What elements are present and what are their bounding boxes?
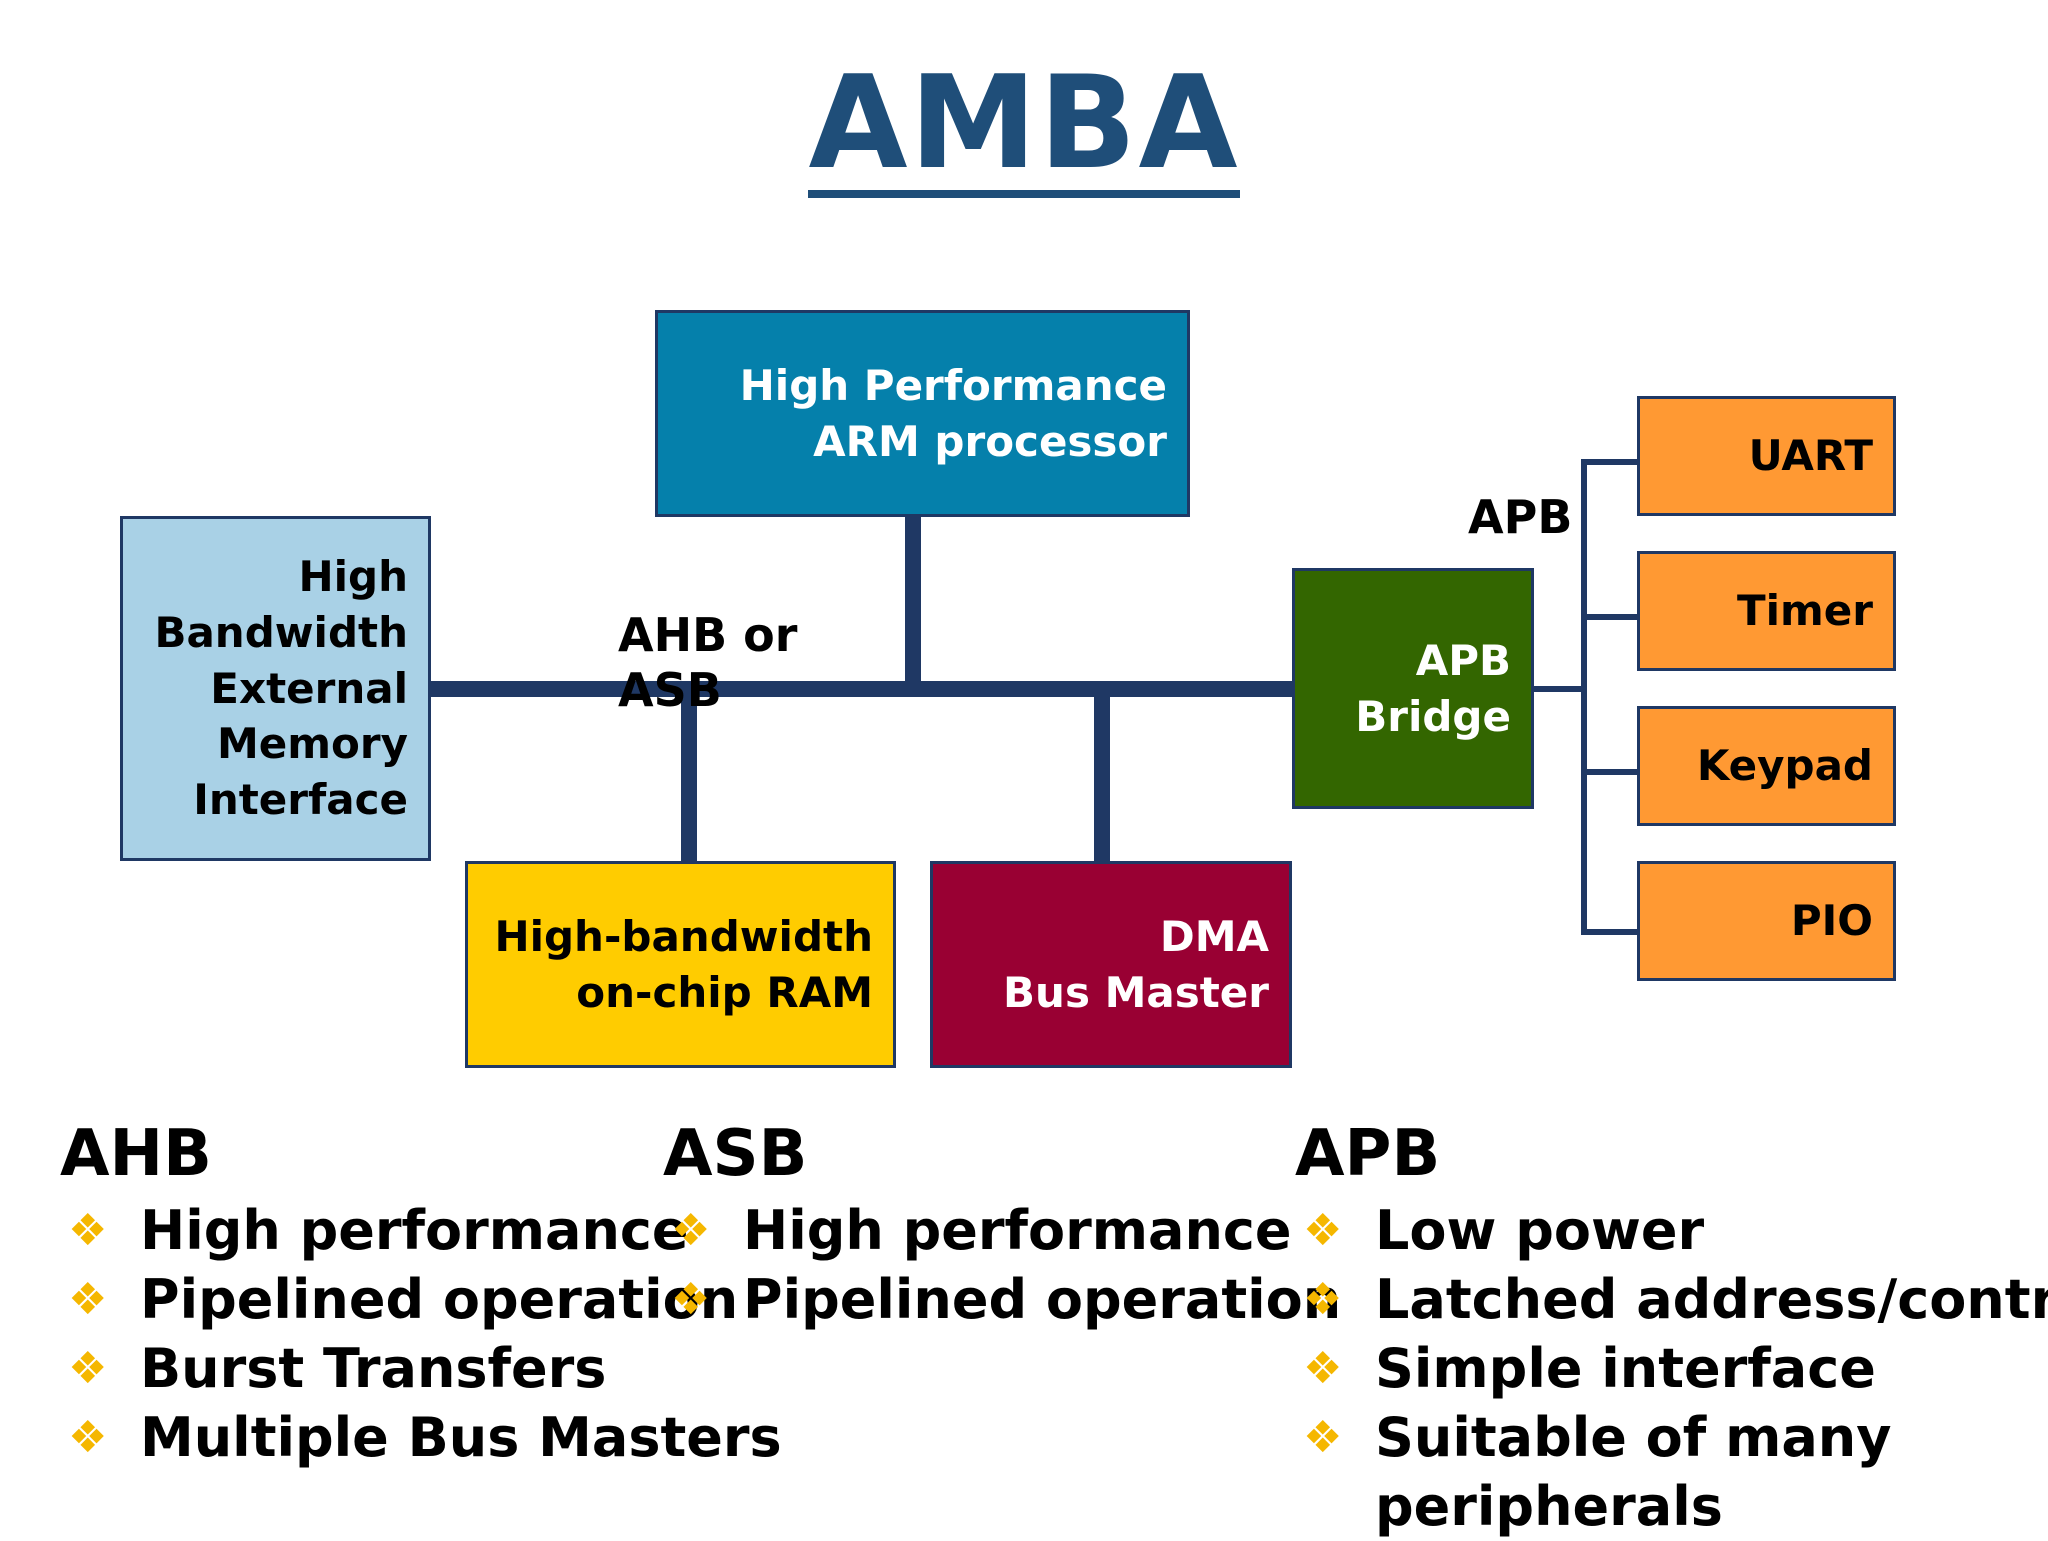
ahb-heading: AHB xyxy=(60,1117,212,1191)
on-chip-ram-block: High-bandwidth on-chip RAM xyxy=(465,861,896,1068)
apb-pio-connector xyxy=(1581,929,1637,935)
asb-features-column: ASB ❖High performance ❖Pipelined operati… xyxy=(663,1118,1341,1334)
ahb-feature-text: Multiple Bus Masters xyxy=(140,1406,782,1469)
dma-bus-connector xyxy=(1094,689,1110,861)
apb-feature-text: Low power xyxy=(1375,1199,1705,1262)
list-item: ❖Pipelined operation xyxy=(663,1265,1341,1334)
timer-block: Timer xyxy=(1637,551,1896,671)
ahb-features-column: AHB ❖High performance ❖Pipelined operati… xyxy=(60,1118,782,1472)
arm-processor-block: High Performance ARM processor xyxy=(655,310,1190,517)
diamond-bullet-icon: ❖ xyxy=(68,1412,108,1463)
bridge-label-line1: APB xyxy=(1415,635,1511,685)
ram-label-line2: on-chip RAM xyxy=(576,967,873,1017)
main-bus-label-line1: AHB or xyxy=(618,608,798,662)
uart-block: UART xyxy=(1637,396,1896,516)
ahb-feature-list: ❖High performance ❖Pipelined operation ❖… xyxy=(60,1196,782,1472)
list-item: ❖ Multiple Bus Masters xyxy=(60,1403,782,1472)
apb-uart-connector xyxy=(1581,459,1637,465)
uart-label: UART xyxy=(1748,431,1873,481)
main-bus-line xyxy=(431,681,1292,697)
apb-bus-line xyxy=(1581,462,1587,935)
list-item: ❖High performance xyxy=(663,1196,1341,1265)
diamond-bullet-icon: ❖ xyxy=(68,1343,108,1394)
ahb-feature-text: Burst Transfers xyxy=(140,1337,607,1400)
main-bus-label-line2: ASB xyxy=(618,663,722,718)
keypad-block: Keypad xyxy=(1637,706,1896,826)
list-item: ❖ Latched address/control xyxy=(1295,1265,2048,1334)
memory-label-line2: Bandwidth xyxy=(154,607,408,657)
diamond-bullet-icon: ❖ xyxy=(1303,1274,1343,1325)
apb-bus-label: APB xyxy=(1468,490,1573,544)
main-bus-label: AHB or ASB xyxy=(618,608,797,718)
apb-timer-connector xyxy=(1581,614,1637,620)
apb-feature-text: Simple interface xyxy=(1375,1337,1876,1400)
asb-feature-text: High performance xyxy=(743,1199,1292,1262)
apb-feature-text-continuation: peripherals xyxy=(1375,1475,1723,1538)
memory-label-line5: Interface xyxy=(193,775,408,825)
list-item: ❖ Burst Transfers xyxy=(60,1334,782,1403)
asb-heading: ASB xyxy=(663,1117,808,1191)
diamond-bullet-icon: ❖ xyxy=(1303,1343,1343,1394)
pio-block: PIO xyxy=(1637,861,1896,981)
diamond-bullet-icon: ❖ xyxy=(671,1274,711,1325)
timer-label: Timer xyxy=(1736,586,1873,636)
list-item: ❖ Simple interface xyxy=(1295,1334,2048,1403)
diamond-bullet-icon: ❖ xyxy=(68,1274,108,1325)
apb-keypad-connector xyxy=(1581,769,1637,775)
apb-heading: APB xyxy=(1295,1117,1441,1191)
external-memory-interface-block: High Bandwidth External Memory Interface xyxy=(120,516,431,861)
ahb-feature-text: High performance xyxy=(140,1199,689,1262)
cpu-label-line1: High Performance xyxy=(739,360,1167,410)
memory-label-line4: Memory xyxy=(217,719,408,769)
page-title: AMBA xyxy=(0,60,2048,198)
diamond-bullet-icon: ❖ xyxy=(1303,1412,1343,1463)
apb-features-column: APB ❖ Low power ❖ Latched address/control … xyxy=(1295,1118,2048,1541)
ram-label-line1: High-bandwidth xyxy=(494,911,873,961)
pio-label: PIO xyxy=(1790,896,1873,946)
ahb-feature-text: Pipelined operation xyxy=(140,1268,739,1331)
list-item: ❖Pipelined operation xyxy=(60,1265,782,1334)
list-item: ❖ Low power xyxy=(1295,1196,2048,1265)
diamond-bullet-icon: ❖ xyxy=(1303,1205,1343,1256)
title-text: AMBA xyxy=(808,49,1240,198)
asb-feature-list: ❖High performance ❖Pipelined operation xyxy=(663,1196,1341,1334)
apb-feature-text: Suitable of many xyxy=(1375,1406,1892,1469)
cpu-bus-connector xyxy=(905,517,921,689)
apb-bridge-connector xyxy=(1534,686,1584,692)
dma-label-line1: DMA xyxy=(1159,911,1269,961)
apb-feature-text: Latched address/control xyxy=(1375,1268,2048,1331)
diamond-bullet-icon: ❖ xyxy=(68,1205,108,1256)
dma-label-line2: Bus Master xyxy=(1003,967,1269,1017)
apb-feature-list: ❖ Low power ❖ Latched address/control ❖ Sim… xyxy=(1295,1196,2048,1541)
diamond-bullet-icon: ❖ xyxy=(671,1205,711,1256)
asb-feature-text: Pipelined operation xyxy=(743,1268,1342,1331)
dma-bus-master-block: DMA Bus Master xyxy=(930,861,1292,1068)
list-item: ❖High performance xyxy=(60,1196,782,1265)
cpu-label-line2: ARM processor xyxy=(813,416,1167,466)
memory-label-line1: High xyxy=(298,551,408,601)
keypad-label: Keypad xyxy=(1696,741,1873,791)
ram-bus-connector xyxy=(681,689,697,861)
apb-bridge-block: APB Bridge xyxy=(1292,568,1534,809)
bridge-label-line2: Bridge xyxy=(1355,691,1511,741)
memory-label-line3: External xyxy=(210,663,408,713)
